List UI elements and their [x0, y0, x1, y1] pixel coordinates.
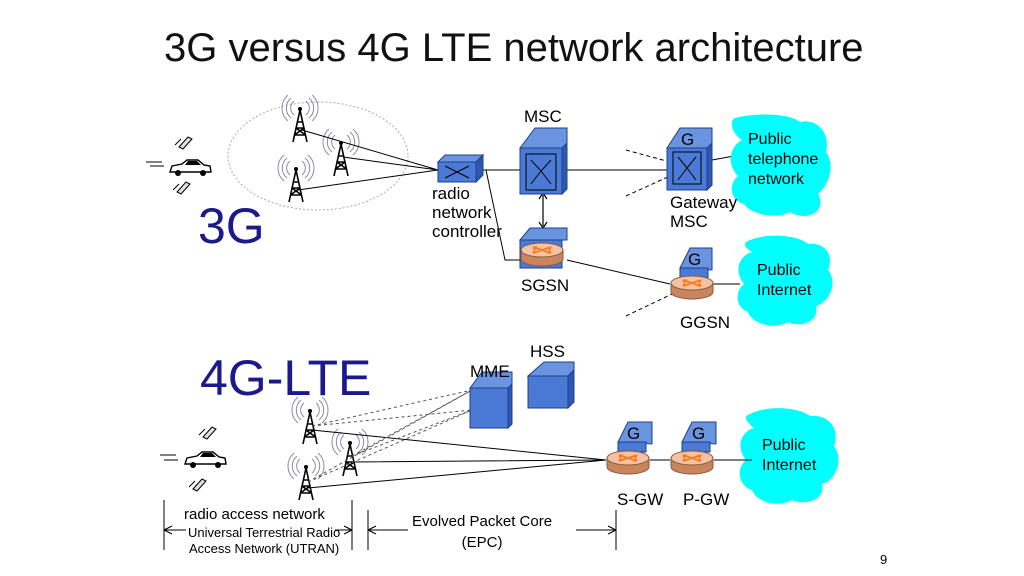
sgw-node — [606, 421, 653, 475]
hss-label: HSS — [530, 342, 565, 361]
gateway-g-label: G — [681, 130, 695, 149]
lte-car — [184, 451, 227, 469]
ran-label: radio access network — [184, 506, 325, 523]
cloud-internet-3g-label: Public Internet — [757, 262, 812, 299]
3g-tower-3 — [277, 154, 315, 203]
lte-dashed-links — [307, 389, 473, 483]
mme-label: MME — [470, 362, 510, 381]
pgw-node — [670, 421, 717, 475]
3g-cell-area — [227, 101, 409, 211]
sgw-g-label: G — [627, 424, 641, 443]
section-4g-lte: 4G-LTE — [200, 350, 372, 406]
3g-dashed-links — [625, 149, 673, 317]
msc-label: MSC — [524, 107, 562, 126]
epc-dimension — [367, 510, 617, 550]
cloud-telephone — [730, 114, 831, 216]
lte-car-motion — [160, 454, 178, 461]
page-title: 3G versus 4G LTE network architecture — [164, 26, 864, 70]
rnc-node — [436, 153, 485, 184]
lte-phone-2 — [188, 478, 207, 492]
pgw-g-label: G — [692, 424, 706, 443]
cloud-internet-4g — [739, 408, 839, 504]
3g-tower-1 — [281, 94, 319, 143]
mme-node — [469, 371, 513, 430]
rnc-label: radio network controller — [432, 184, 502, 241]
sgsn-label: SGSN — [521, 276, 570, 295]
3g-links — [297, 129, 746, 285]
pgw-label: P-GW — [683, 490, 730, 509]
sgw-label: S-GW — [617, 490, 664, 509]
msc-node — [519, 127, 568, 196]
cloud-telephone-label: Public telephone network — [748, 131, 819, 188]
ggsn-node — [670, 247, 714, 300]
3g-phone-2 — [172, 181, 191, 195]
3g-tower-2 — [322, 128, 360, 177]
ran-dimension — [163, 500, 353, 550]
hss-node — [526, 361, 575, 410]
ggsn-label: GGSN — [680, 313, 731, 332]
sgsn-node — [518, 227, 568, 269]
lte-links — [307, 429, 752, 489]
3g-phone-1 — [174, 136, 193, 150]
gateway-msc-label: Gateway MSC — [670, 193, 738, 231]
cloud-internet-4g-label: Public Internet — [762, 437, 817, 474]
gateway-msc-node — [666, 127, 713, 192]
3g-car-motion — [146, 161, 164, 167]
lte-tower-3 — [287, 452, 325, 501]
3g-car — [169, 159, 212, 177]
epc-label: Evolved Packet Core (EPC) — [412, 513, 553, 551]
ggsn-g-label: G — [688, 250, 702, 269]
lte-phone-1 — [198, 426, 217, 440]
msc-sgsn-arrow — [538, 191, 548, 230]
section-3g: 3G — [198, 198, 265, 254]
utran-label: Universal Terrestrial Radio Access Netwo… — [188, 525, 341, 556]
page-number: 9 — [880, 552, 888, 567]
cloud-internet-3g — [737, 235, 833, 326]
